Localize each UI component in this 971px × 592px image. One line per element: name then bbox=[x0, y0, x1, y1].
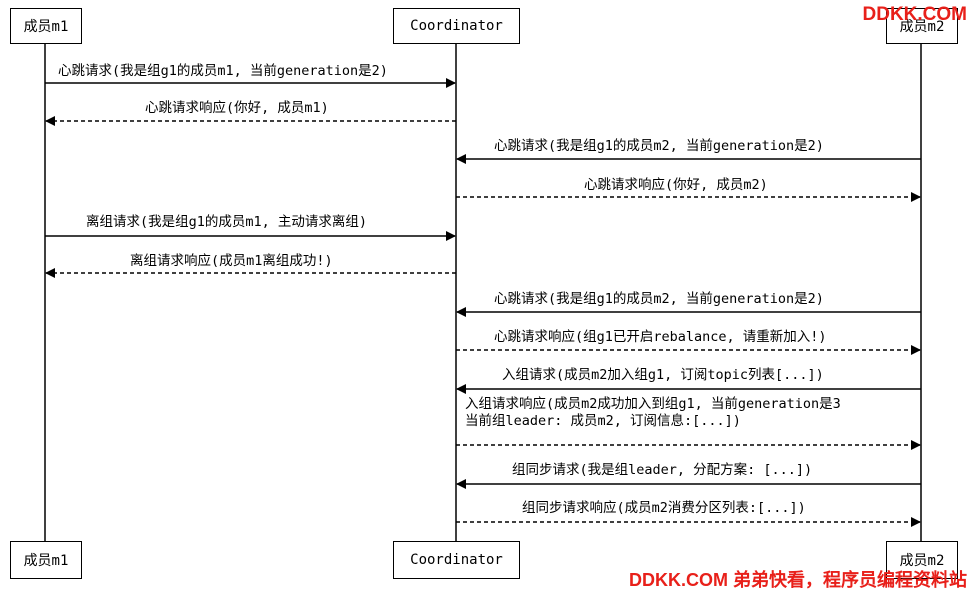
participant-m1-top: 成员m1 bbox=[10, 8, 82, 44]
message-label: 组同步请求(我是组leader, 分配方案: [...]) bbox=[512, 462, 813, 478]
participant-coordinator-top: Coordinator bbox=[393, 8, 520, 44]
message-label: 心跳请求(我是组g1的成员m2, 当前generation是2) bbox=[494, 291, 824, 307]
watermark-top: DDKK.COM bbox=[862, 4, 968, 25]
message-label: 心跳请求(我是组g1的成员m2, 当前generation是2) bbox=[494, 138, 824, 154]
watermark-bottom: DDKK.COM 弟弟快看，程序员编程资料站 bbox=[629, 570, 967, 590]
message-label: 离组请求(我是组g1的成员m1, 主动请求离组) bbox=[86, 214, 368, 230]
message-label: 组同步请求响应(成员m2消费分区列表:[...]) bbox=[522, 500, 806, 516]
message-label: 心跳请求响应(你好, 成员m1) bbox=[145, 100, 329, 116]
participant-m2-top: 成员m2 bbox=[886, 8, 958, 44]
message-label: 心跳请求(我是组g1的成员m1, 当前generation是2) bbox=[58, 63, 388, 79]
message-label: 心跳请求响应(组g1已开启rebalance, 请重新加入!) bbox=[494, 329, 827, 345]
participant-m2-bottom: 成员m2 bbox=[886, 541, 958, 579]
message-label: 入组请求(成员m2加入组g1, 订阅topic列表[...]) bbox=[502, 367, 824, 383]
message-label: 离组请求响应(成员m1离组成功!) bbox=[130, 253, 333, 269]
participant-m1-bottom: 成员m1 bbox=[10, 541, 82, 579]
message-label: 心跳请求响应(你好, 成员m2) bbox=[584, 177, 768, 193]
participant-coordinator-bottom: Coordinator bbox=[393, 541, 520, 579]
message-label: 入组请求响应(成员m2成功加入到组g1, 当前generation是3 当前组l… bbox=[465, 396, 841, 429]
